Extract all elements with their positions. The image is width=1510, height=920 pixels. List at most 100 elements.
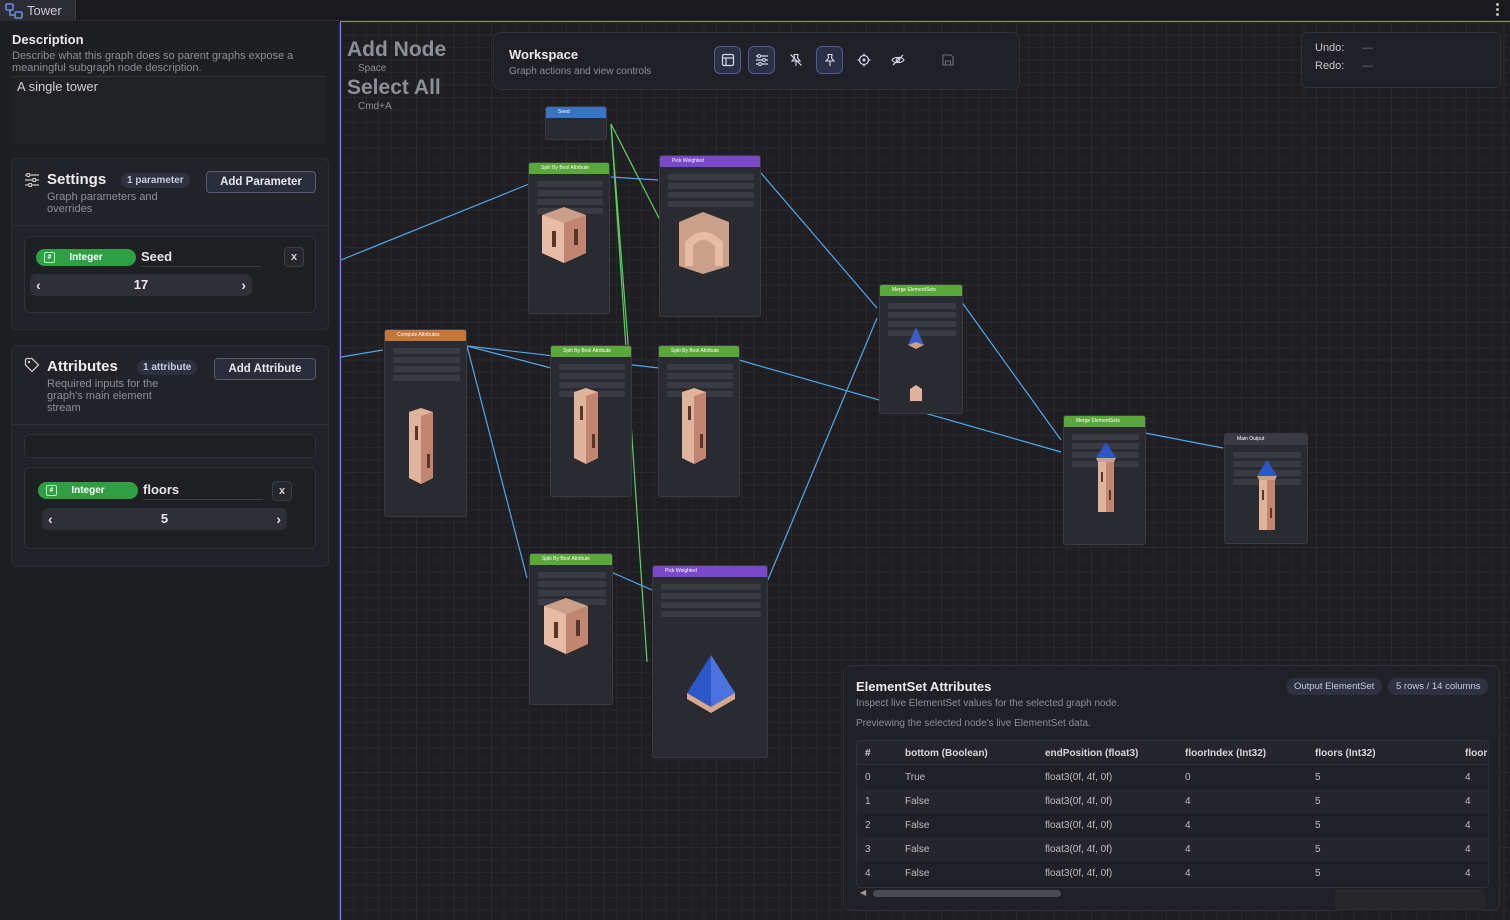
grid-button[interactable] bbox=[714, 46, 741, 74]
sliders-icon bbox=[25, 173, 39, 187]
node-title[interactable]: Seed bbox=[546, 107, 606, 118]
graph-node[interactable]: Main Output bbox=[1224, 433, 1308, 544]
graph-node[interactable]: Split By Bool Attribute bbox=[658, 345, 740, 497]
save-button[interactable] bbox=[934, 46, 961, 74]
node-field[interactable] bbox=[537, 199, 603, 205]
node-field[interactable] bbox=[888, 321, 956, 327]
node-field[interactable] bbox=[537, 190, 603, 196]
chevron-left-icon[interactable]: ‹ bbox=[36, 277, 41, 293]
column-header[interactable]: floor bbox=[1465, 748, 1488, 759]
node-field[interactable] bbox=[538, 590, 606, 596]
table-cell: 5 bbox=[1315, 772, 1321, 783]
node-field[interactable] bbox=[537, 181, 603, 187]
node-field[interactable] bbox=[668, 183, 754, 189]
node-title[interactable]: Split By Bool Attribute bbox=[551, 346, 631, 357]
graph-node[interactable]: Pick Weighted bbox=[652, 565, 768, 758]
node-field[interactable] bbox=[393, 375, 460, 381]
floors-stepper[interactable]: ‹ 5 › bbox=[42, 508, 287, 530]
node-title[interactable]: Pick Weighted bbox=[660, 156, 760, 167]
chevron-left-icon[interactable]: ‹ bbox=[48, 511, 53, 527]
node-field[interactable] bbox=[888, 312, 956, 318]
node-field[interactable] bbox=[393, 357, 460, 363]
column-header[interactable]: floors (Int32) bbox=[1315, 748, 1376, 759]
node-field[interactable] bbox=[559, 382, 625, 388]
node-title[interactable]: Split By Bool Attribute bbox=[529, 163, 609, 174]
node-field[interactable] bbox=[888, 330, 956, 336]
table-cell: 0 bbox=[865, 772, 871, 783]
parameter-name-input[interactable]: Seed bbox=[141, 249, 261, 267]
node-title[interactable]: Merge ElementSets bbox=[880, 285, 962, 296]
graph-node[interactable]: Merge ElementSets bbox=[1063, 415, 1146, 545]
table-cell: 2 bbox=[865, 820, 871, 831]
description-hint: Describe what this graph does so parent … bbox=[12, 50, 294, 74]
node-field[interactable] bbox=[1233, 452, 1301, 458]
wire bbox=[341, 183, 530, 261]
remove-attribute-button[interactable]: x bbox=[272, 481, 292, 501]
more-menu-icon[interactable] bbox=[1496, 3, 1500, 17]
column-header[interactable]: endPosition (float3) bbox=[1045, 748, 1139, 759]
node-field[interactable] bbox=[661, 602, 761, 608]
node-title[interactable]: Compute Attributes bbox=[385, 330, 466, 341]
table-cell: 5 bbox=[1315, 868, 1321, 879]
unpin-button[interactable] bbox=[782, 46, 809, 74]
attribute-name-input[interactable]: floors bbox=[143, 482, 263, 500]
elementset-title: ElementSet Attributes bbox=[856, 679, 992, 694]
scroll-left-icon[interactable]: ◀ bbox=[860, 888, 867, 897]
node-field[interactable] bbox=[667, 373, 733, 379]
node-field[interactable] bbox=[538, 572, 606, 578]
description-input[interactable]: A single tower bbox=[12, 76, 326, 144]
graph-node[interactable]: Pick Weighted bbox=[659, 155, 761, 317]
column-header[interactable]: bottom (Boolean) bbox=[905, 748, 988, 759]
node-field[interactable] bbox=[668, 192, 754, 198]
hide-button[interactable] bbox=[884, 46, 911, 74]
node-field[interactable] bbox=[668, 174, 754, 180]
graph-node[interactable]: Split By Bool Attribute bbox=[550, 345, 632, 497]
attributes-title: Attributes bbox=[47, 358, 118, 375]
type-pill[interactable]: #Integer bbox=[36, 249, 136, 266]
scroll-thumb[interactable] bbox=[873, 890, 1061, 897]
table-cell: 4 bbox=[1185, 844, 1191, 855]
attribute-filter-input[interactable] bbox=[24, 434, 316, 458]
node-field[interactable] bbox=[667, 364, 733, 370]
node-title[interactable]: Split By Bool Attribute bbox=[659, 346, 739, 357]
node-title[interactable]: Merge ElementSets bbox=[1064, 416, 1145, 427]
node-field[interactable] bbox=[661, 584, 761, 590]
graph-node[interactable]: Split By Bool Attribute bbox=[528, 162, 610, 314]
node-field[interactable] bbox=[1072, 434, 1139, 440]
wire bbox=[960, 300, 1062, 441]
node-field[interactable] bbox=[668, 201, 754, 207]
table-cell: 4 bbox=[1465, 844, 1471, 855]
node-field[interactable] bbox=[661, 593, 761, 599]
node-title[interactable]: Split By Bool Attribute bbox=[530, 554, 612, 565]
node-field[interactable] bbox=[661, 611, 761, 617]
focus-button[interactable] bbox=[850, 46, 877, 74]
add-parameter-button[interactable]: Add Parameter bbox=[206, 171, 316, 193]
chevron-right-icon[interactable]: › bbox=[241, 277, 246, 293]
node-title[interactable]: Pick Weighted bbox=[653, 566, 767, 577]
wire bbox=[610, 123, 662, 223]
tab-tower[interactable]: Tower bbox=[0, 0, 76, 21]
seed-stepper[interactable]: ‹ 17 › bbox=[30, 274, 252, 296]
node-field[interactable] bbox=[393, 366, 460, 372]
column-header[interactable]: # bbox=[865, 748, 871, 759]
chevron-right-icon[interactable]: › bbox=[276, 511, 281, 527]
sliders-button[interactable] bbox=[748, 46, 775, 74]
graph-node[interactable]: Split By Bool Attribute bbox=[529, 553, 613, 705]
pin-button[interactable] bbox=[816, 46, 843, 74]
node-field[interactable] bbox=[888, 303, 956, 309]
graph-node[interactable]: Compute Attributes bbox=[384, 329, 467, 517]
graph-node[interactable]: Merge ElementSets bbox=[879, 284, 963, 414]
column-header[interactable]: floorIndex (Int32) bbox=[1185, 748, 1267, 759]
graph-node[interactable]: Seed bbox=[545, 106, 607, 140]
node-field[interactable] bbox=[393, 348, 460, 354]
node-field[interactable] bbox=[538, 581, 606, 587]
add-attribute-button[interactable]: Add Attribute bbox=[214, 358, 316, 380]
node-field[interactable] bbox=[667, 382, 733, 388]
node-field[interactable] bbox=[559, 373, 625, 379]
node-field[interactable] bbox=[559, 364, 625, 370]
type-pill[interactable]: #Integer bbox=[38, 482, 138, 499]
node-title[interactable]: Main Output bbox=[1225, 434, 1307, 445]
output-elementset-badge[interactable]: Output ElementSet bbox=[1286, 678, 1383, 695]
remove-parameter-button[interactable]: x bbox=[284, 247, 304, 267]
